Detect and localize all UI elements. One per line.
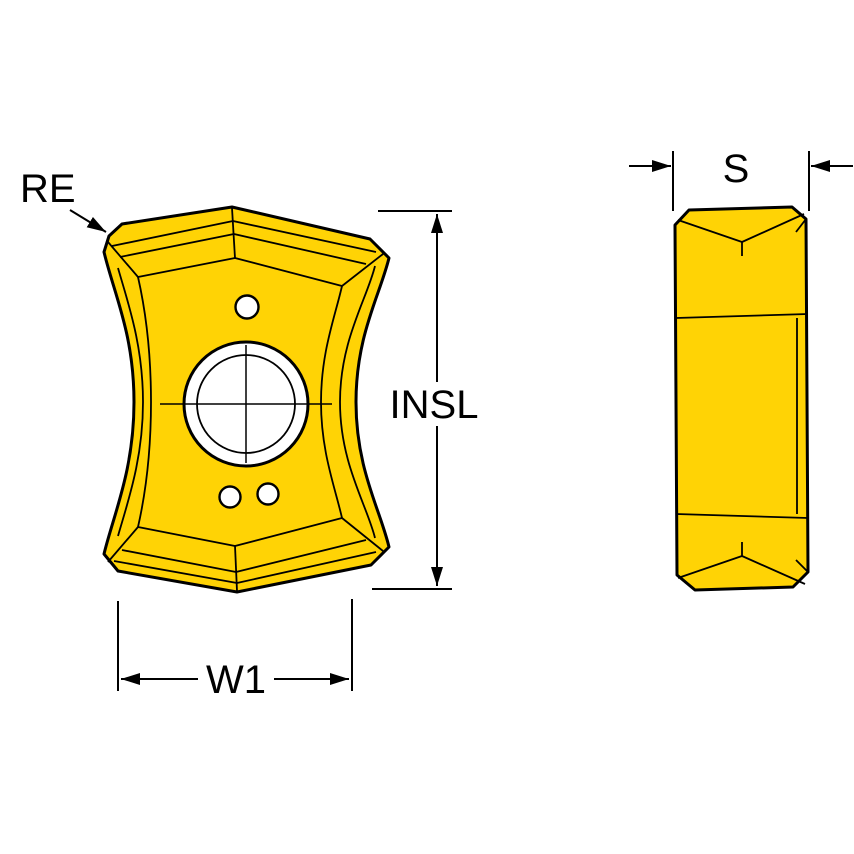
w1-label-background	[198, 657, 274, 701]
dimensions: RE INSL W1 S	[20, 147, 853, 702]
corner-edge	[234, 545, 238, 592]
corner-edge	[231, 207, 236, 259]
label-re: RE	[20, 167, 76, 211]
small-hole-top	[234, 294, 260, 320]
flank-line	[339, 265, 376, 539]
small-hole-bottom-right	[256, 482, 280, 506]
side-edge-line	[795, 559, 809, 573]
re-leader-line	[69, 209, 107, 233]
corner-edge	[341, 253, 384, 287]
corner-edge	[107, 241, 139, 278]
corner-edge	[341, 517, 384, 552]
side-view	[673, 205, 810, 592]
side-edge-line	[675, 513, 809, 519]
side-edge-line	[675, 313, 809, 319]
front-view	[102, 205, 391, 594]
flank-line	[117, 267, 144, 537]
label-s: S	[723, 147, 750, 191]
corner-edge	[107, 526, 139, 563]
small-hole-bottom-left	[218, 485, 242, 509]
label-w1: W1	[206, 658, 266, 702]
label-insl: INSL	[390, 383, 479, 427]
side-edge-line	[795, 218, 807, 233]
insert-side-outline	[673, 205, 810, 592]
insl-label-background	[386, 382, 484, 426]
